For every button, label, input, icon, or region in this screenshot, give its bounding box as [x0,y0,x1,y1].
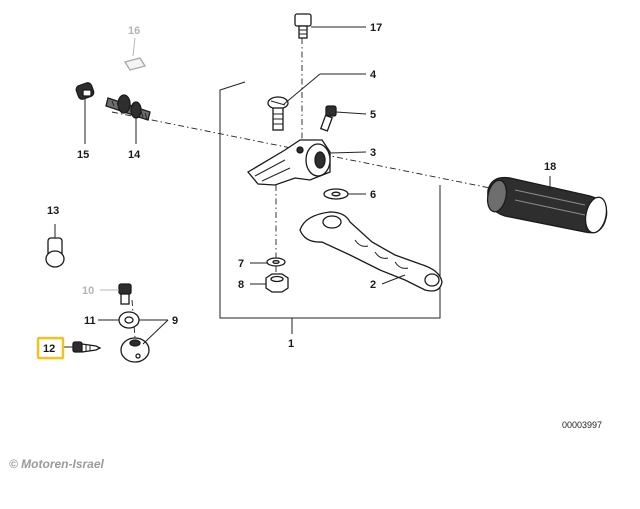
part-12-screw [72,341,102,353]
part-9-pivot-pin [120,337,150,363]
callout-label-17[interactable]: 17 [370,22,382,34]
callout-label-12[interactable]: 12 [43,343,55,355]
callout-label-7[interactable]: 7 [238,258,244,270]
callout-label-2[interactable]: 2 [370,279,376,291]
callout-label-16[interactable]: 16 [128,25,140,37]
part-2-lever [299,211,443,292]
leader-9b [142,319,169,345]
callout-label-11[interactable]: 11 [84,315,96,327]
part-11-washer [118,311,140,329]
leader-3 [329,151,367,154]
part-17-screw [294,13,312,39]
callout-label-8[interactable]: 8 [238,279,244,291]
part-4-screw [267,96,289,131]
callout-label-18[interactable]: 18 [544,161,556,173]
part-10-screw [118,283,132,305]
part-3-clamp-body [247,139,331,186]
part-14-threaded-adjuster [105,94,151,121]
part-5-screw [319,105,337,132]
part-6-washer [323,188,349,200]
part-18-grip [486,176,608,234]
callout-label-3[interactable]: 3 [370,147,376,159]
callout-label-13[interactable]: 13 [47,205,59,217]
callout-label-14[interactable]: 14 [128,149,141,161]
callout-label-10[interactable]: 10 [82,285,94,297]
part-13-bolt [45,237,65,268]
part-8-nut [265,273,289,293]
leader-16 [132,37,136,57]
callout-label-9[interactable]: 9 [172,315,178,327]
part-16-key [123,57,147,71]
callout-highlight-12 [36,336,65,360]
axis-line-main [111,111,501,191]
callout-label-1[interactable]: 1 [288,338,294,350]
leader-5 [335,111,367,115]
copyright-notice: © Motoren-Israel [9,457,105,471]
part-15-adjuster [75,82,95,100]
drawing-number: 00003997 [562,420,602,430]
leader-2 [381,274,406,285]
leader-4 [283,73,321,105]
callout-label-5[interactable]: 5 [370,109,376,121]
part-7-washer [266,257,286,267]
assembly-bracket-1 [219,81,441,319]
callout-label-6[interactable]: 6 [370,189,376,201]
callout-label-4[interactable]: 4 [370,69,377,81]
callout-label-15[interactable]: 15 [77,149,89,161]
